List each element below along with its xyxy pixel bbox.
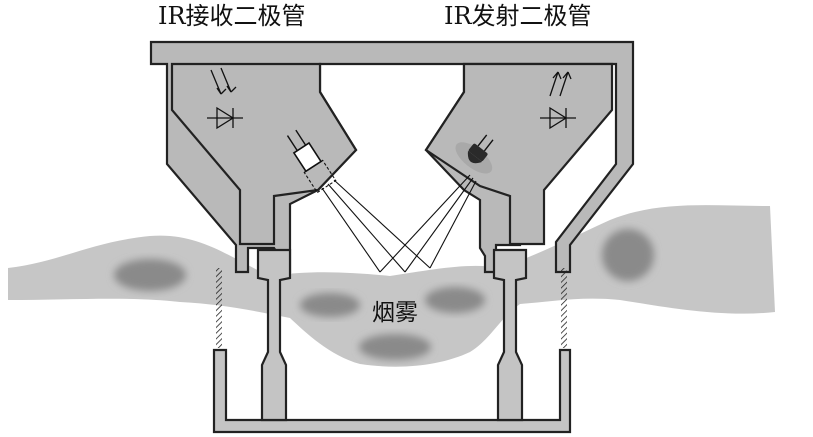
left-post: [256, 248, 292, 422]
light-beams: [321, 174, 477, 273]
emitter-label: IR发射二极管: [444, 2, 592, 30]
right-vent: [561, 268, 567, 348]
smoke-cloud: [8, 205, 775, 367]
ir-led-icon: [455, 134, 494, 174]
diode-symbol-icon: [207, 67, 243, 130]
left-vent: [216, 268, 222, 348]
receiver-label: IR接收二极管: [158, 2, 306, 30]
right-post: [492, 248, 528, 422]
detector-base: [212, 348, 572, 434]
diode-symbol-icon: [540, 71, 576, 130]
smoke-label: 烟雾: [372, 300, 418, 326]
